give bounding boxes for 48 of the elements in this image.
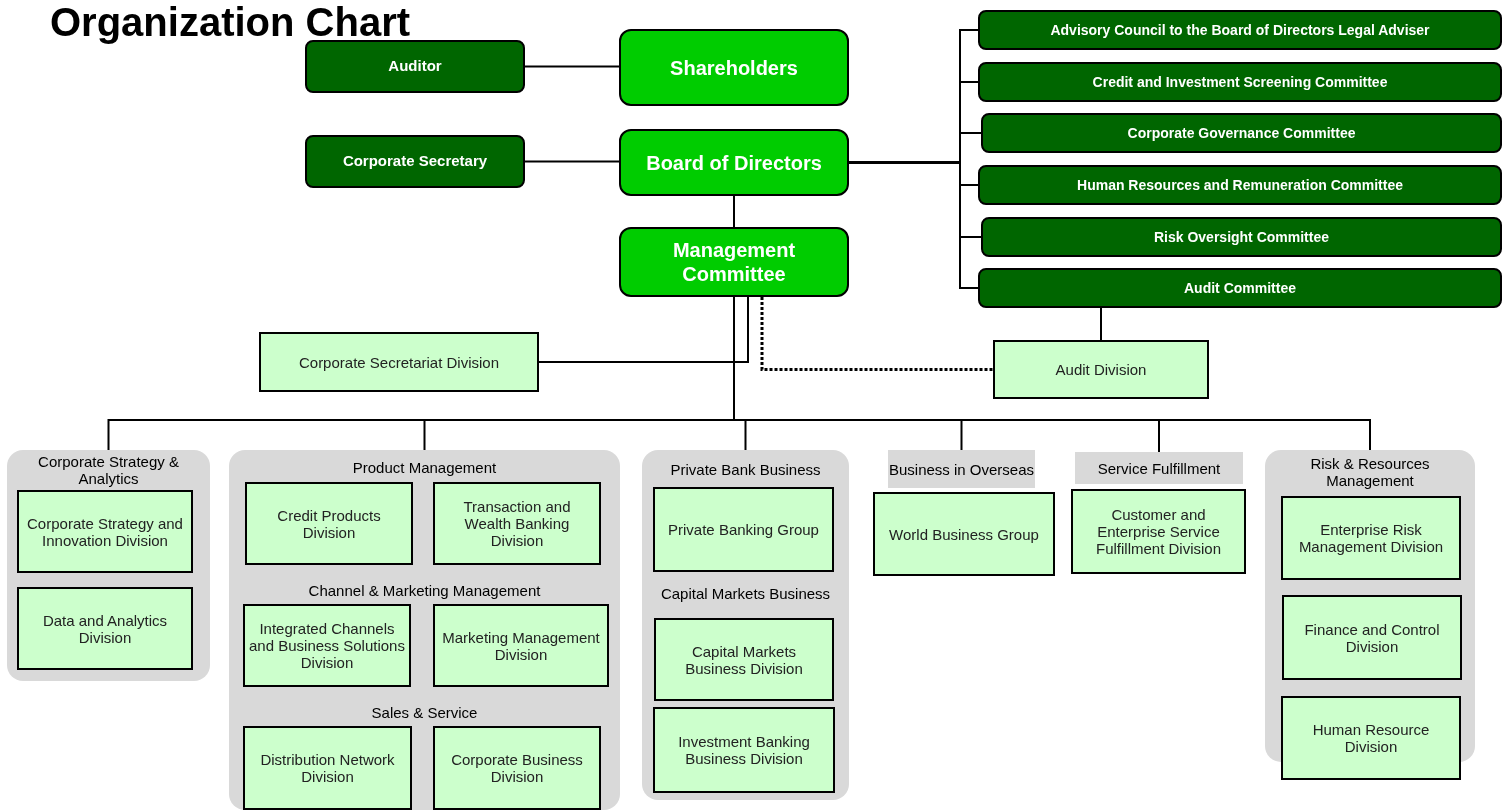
- governance-box: Board of Directors: [619, 129, 849, 196]
- division-box: Distribution Network Division: [243, 726, 412, 810]
- group-heading: Corporate Strategy & Analytics: [37, 452, 180, 488]
- division-box: Corporate Business Division: [433, 726, 601, 810]
- group-panel: [7, 450, 210, 681]
- dotted-connector: [760, 297, 993, 371]
- group-heading: Sales & Service: [370, 702, 479, 723]
- governance-box: Shareholders: [619, 29, 849, 106]
- connector-line: [733, 195, 735, 228]
- connector-line: [848, 161, 979, 289]
- division-box: Investment Banking Business Division: [653, 707, 835, 793]
- committee-box: Audit Committee: [978, 268, 1502, 308]
- committee-box: Advisory Council to the Board of Directors Legal Adviser: [978, 10, 1502, 50]
- division-box: Transaction and Wealth Banking Division: [433, 482, 601, 565]
- group-panel: [229, 450, 620, 810]
- committee-box: Credit and Investment Screening Committee: [978, 62, 1502, 102]
- group-heading: Product Management: [351, 457, 498, 478]
- group-heading: Channel & Marketing Management: [307, 580, 542, 601]
- group-panel: [642, 450, 849, 800]
- division-box: Finance and Control Division: [1282, 595, 1462, 680]
- division-box: Private Banking Group: [653, 487, 834, 572]
- officer-box: Corporate Secretary: [305, 135, 525, 188]
- division-box: Corporate Strategy and Innovation Division: [17, 490, 193, 573]
- group-heading: Capital Markets Business: [659, 583, 832, 604]
- division-box: Enterprise Risk Management Division: [1281, 496, 1461, 580]
- committee-box: Risk Oversight Committee: [981, 217, 1502, 257]
- division-box: Human Resource Division: [1281, 696, 1461, 780]
- division-box: Marketing Management Division: [433, 604, 609, 687]
- division-box: Capital Markets Business Division: [654, 618, 834, 701]
- connector-line: [524, 65, 620, 68]
- header-band: Business in Overseas: [888, 450, 1035, 488]
- committee-box: Corporate Governance Committee: [981, 113, 1502, 153]
- division-box: Audit Division: [993, 340, 1209, 399]
- connector-line: [1100, 307, 1102, 341]
- group-heading: Risk & Resources Management: [1309, 454, 1431, 490]
- division-box: Credit Products Division: [245, 482, 413, 565]
- governance-box: Management Committee: [619, 227, 849, 297]
- division-box: Customer and Enterprise Service Fulfillment Division: [1071, 489, 1246, 574]
- header-band: Service Fulfillment: [1075, 452, 1243, 484]
- division-box: World Business Group: [873, 492, 1055, 576]
- division-box: Corporate Secretariat Division: [259, 332, 539, 392]
- committee-box: Human Resources and Remuneration Committee: [978, 165, 1502, 205]
- group-heading: Private Bank Business: [669, 459, 822, 480]
- officer-box: Auditor: [305, 40, 525, 93]
- connector-line: [538, 296, 749, 363]
- connector-line: [524, 160, 620, 163]
- division-box: Data and Analytics Division: [17, 587, 193, 670]
- division-box: Integrated Channels and Business Solutions Division: [243, 604, 411, 687]
